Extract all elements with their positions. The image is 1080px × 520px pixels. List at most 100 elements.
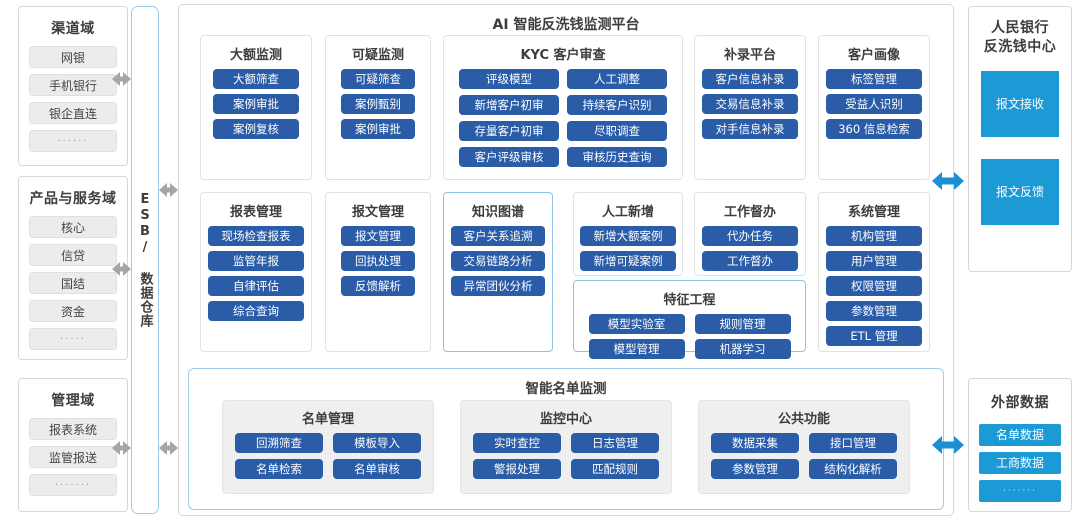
right-panel-pboc-aml-center: 人民银行 反洗钱中心 报文接收 报文反馈 <box>968 6 1072 272</box>
action-button[interactable]: 新增大额案例 <box>580 226 676 246</box>
list-item[interactable]: 网银 <box>29 46 117 68</box>
group-monitoring-center: 监控中心 实时查控 日志管理 警报处理 匹配规则 <box>460 400 672 494</box>
module-title: 报表管理 <box>229 205 282 220</box>
action-button[interactable]: 参数管理 <box>826 301 922 321</box>
action-button[interactable]: 标签管理 <box>826 69 922 89</box>
action-button[interactable]: 模型管理 <box>588 339 685 359</box>
action-button[interactable]: 模板导入 <box>333 433 421 453</box>
action-button[interactable]: 匹配规则 <box>571 459 659 479</box>
group-list-management: 名单管理 回溯筛查 模板导入 名单检索 名单审核 <box>222 400 434 494</box>
arrow-esb-to-platform-bottom <box>159 441 178 455</box>
action-button[interactable]: 案例审批 <box>213 94 299 114</box>
module-supplementary-platform: 补录平台 客户信息补录 交易信息补录 对手信息补录 <box>694 35 806 180</box>
group-title: 名单管理 <box>301 412 354 427</box>
action-button[interactable]: 工作督办 <box>702 251 798 271</box>
action-button[interactable]: 参数管理 <box>711 459 799 479</box>
tile-more-data[interactable]: ······· <box>979 480 1061 502</box>
module-title: KYC 客户审查 <box>520 48 606 63</box>
right-panel-external-data: 外部数据 名单数据 工商数据 ······· <box>968 378 1072 512</box>
action-button[interactable]: 交易信息补录 <box>702 94 798 114</box>
list-item[interactable]: 银企直连 <box>29 102 117 124</box>
module-kyc-customer-review: KYC 客户审查 评级模型 人工调整 新增客户初审 持续客户识别 存量客户初审 … <box>443 35 683 180</box>
action-button[interactable]: 权限管理 <box>826 276 922 296</box>
action-button[interactable]: 回执处理 <box>341 251 415 271</box>
action-button[interactable]: 客户信息补录 <box>702 69 798 89</box>
list-item[interactable]: 国结 <box>29 272 117 294</box>
action-button[interactable]: 交易链路分析 <box>451 251 545 271</box>
action-button[interactable]: 案例甄别 <box>341 94 415 114</box>
action-button[interactable]: 新增可疑案例 <box>580 251 676 271</box>
action-button[interactable]: 大额筛查 <box>213 69 299 89</box>
action-button[interactable]: 现场检查报表 <box>208 226 304 246</box>
list-item[interactable]: 资金 <box>29 300 117 322</box>
list-item-more[interactable]: ······ <box>29 130 117 152</box>
action-button[interactable]: 受益人识别 <box>826 94 922 114</box>
arrow-product-to-esb <box>112 262 131 276</box>
module-title: 大额监测 <box>229 48 282 63</box>
action-button[interactable]: 反馈解析 <box>341 276 415 296</box>
action-button[interactable]: ETL 管理 <box>826 326 922 346</box>
action-button[interactable]: 评级模型 <box>459 69 559 89</box>
list-item-more[interactable]: ······· <box>29 474 117 496</box>
module-work-supervision: 工作督办 代办任务 工作督办 <box>694 192 806 276</box>
tile-list-data[interactable]: 名单数据 <box>979 424 1061 446</box>
action-button[interactable]: 机构管理 <box>826 226 922 246</box>
module-title: 知识图谱 <box>471 205 524 220</box>
action-button[interactable]: 模型实验室 <box>588 314 685 334</box>
action-button[interactable]: 人工调整 <box>567 69 667 89</box>
action-button[interactable]: 名单审核 <box>333 459 421 479</box>
module-message-management: 报文管理 报文管理 回执处理 反馈解析 <box>325 192 431 352</box>
arrow-channel-to-esb <box>112 72 131 86</box>
list-item-more[interactable]: ····· <box>29 328 117 350</box>
action-button[interactable]: 审核历史查询 <box>567 147 667 167</box>
group-title: 公共功能 <box>777 412 830 427</box>
action-button[interactable]: 客户评级审核 <box>459 147 559 167</box>
tile-business-registration-data[interactable]: 工商数据 <box>979 452 1061 474</box>
action-button[interactable]: 日志管理 <box>571 433 659 453</box>
action-button[interactable]: 可疑筛查 <box>341 69 415 89</box>
group-public-functions: 公共功能 数据采集 接口管理 参数管理 结构化解析 <box>698 400 910 494</box>
action-button[interactable]: 监管年报 <box>208 251 304 271</box>
arrow-platform-to-pboc <box>932 172 964 190</box>
action-button[interactable]: 用户管理 <box>826 251 922 271</box>
module-title: 可疑监测 <box>351 48 404 63</box>
action-button[interactable]: 机器学习 <box>694 339 791 359</box>
action-button[interactable]: 自律评估 <box>208 276 304 296</box>
action-button[interactable]: 接口管理 <box>809 433 897 453</box>
action-button[interactable]: 数据采集 <box>711 433 799 453</box>
action-button[interactable]: 综合查询 <box>208 301 304 321</box>
module-large-amount-monitoring: 大额监测 大额筛查 案例审批 案例复核 <box>200 35 312 180</box>
action-button[interactable]: 结构化解析 <box>809 459 897 479</box>
list-item[interactable]: 报表系统 <box>29 418 117 440</box>
action-button[interactable]: 新增客户初审 <box>459 95 559 115</box>
action-button[interactable]: 回溯筛查 <box>235 433 323 453</box>
action-button[interactable]: 对手信息补录 <box>702 119 798 139</box>
action-button[interactable]: 异常团伙分析 <box>451 276 545 296</box>
action-button[interactable]: 代办任务 <box>702 226 798 246</box>
action-button[interactable]: 尽职调查 <box>567 121 667 141</box>
list-item[interactable]: 信贷 <box>29 244 117 266</box>
module-title: 系统管理 <box>847 205 900 220</box>
action-button[interactable]: 存量客户初审 <box>459 121 559 141</box>
tile-message-feedback[interactable]: 报文反馈 <box>981 159 1059 225</box>
arrow-esb-to-platform-top <box>159 183 178 197</box>
action-button[interactable]: 名单检索 <box>235 459 323 479</box>
tile-message-receive[interactable]: 报文接收 <box>981 71 1059 137</box>
action-button[interactable]: 客户关系追溯 <box>451 226 545 246</box>
module-customer-profile: 客户画像 标签管理 受益人识别 360 信息检索 <box>818 35 930 180</box>
action-button[interactable]: 报文管理 <box>341 226 415 246</box>
list-item[interactable]: 监管报送 <box>29 446 117 468</box>
action-button[interactable]: 案例审批 <box>341 119 415 139</box>
action-button[interactable]: 360 信息检索 <box>826 119 922 139</box>
action-button[interactable]: 实时查控 <box>473 433 561 453</box>
action-button[interactable]: 案例复核 <box>213 119 299 139</box>
panel-title: 产品与服务域 <box>29 191 117 207</box>
action-button[interactable]: 规则管理 <box>694 314 791 334</box>
list-item[interactable]: 核心 <box>29 216 117 238</box>
module-manual-addition: 人工新增 新增大额案例 新增可疑案例 <box>573 192 683 276</box>
action-button[interactable]: 警报处理 <box>473 459 561 479</box>
list-item[interactable]: 手机银行 <box>29 74 117 96</box>
panel-title: 管理域 <box>51 393 95 409</box>
action-button[interactable]: 持续客户识别 <box>567 95 667 115</box>
left-panel-management-domain: 管理域 报表系统 监管报送 ······· <box>18 378 128 512</box>
